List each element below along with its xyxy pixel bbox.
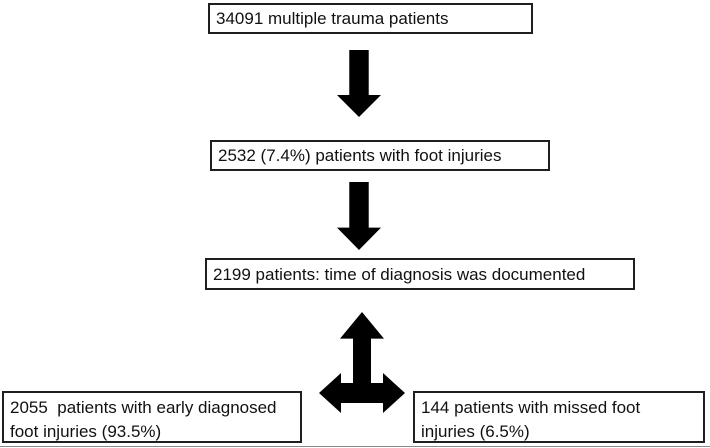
down-arrow-icon xyxy=(337,50,381,117)
flow-node-total-patients: 34091 multiple trauma patients xyxy=(208,3,533,34)
flow-node-early-diagnosed: 2055 patients with early diagnosed foot … xyxy=(2,391,302,443)
flow-node-label: 2199 patients: time of diagnosis was doc… xyxy=(213,264,586,284)
flow-node-label: 144 patients with missed foot injuries (… xyxy=(421,398,645,441)
flow-node-label: 34091 multiple trauma patients xyxy=(216,9,449,28)
flow-node-foot-injuries: 2532 (7.4%) patients with foot injuries xyxy=(210,140,550,171)
figure-bottom-rule xyxy=(0,446,710,447)
flow-node-label: 2532 (7.4%) patients with foot injuries xyxy=(218,146,502,165)
flow-node-missed-injuries: 144 patients with missed foot injuries (… xyxy=(413,391,705,443)
flow-node-time-documented: 2199 patients: time of diagnosis was doc… xyxy=(205,258,635,290)
down-arrow-icon xyxy=(337,182,381,250)
flow-node-label: 2055 patients with early diagnosed foot … xyxy=(10,398,282,441)
left-right-up-arrow-icon xyxy=(319,312,405,413)
